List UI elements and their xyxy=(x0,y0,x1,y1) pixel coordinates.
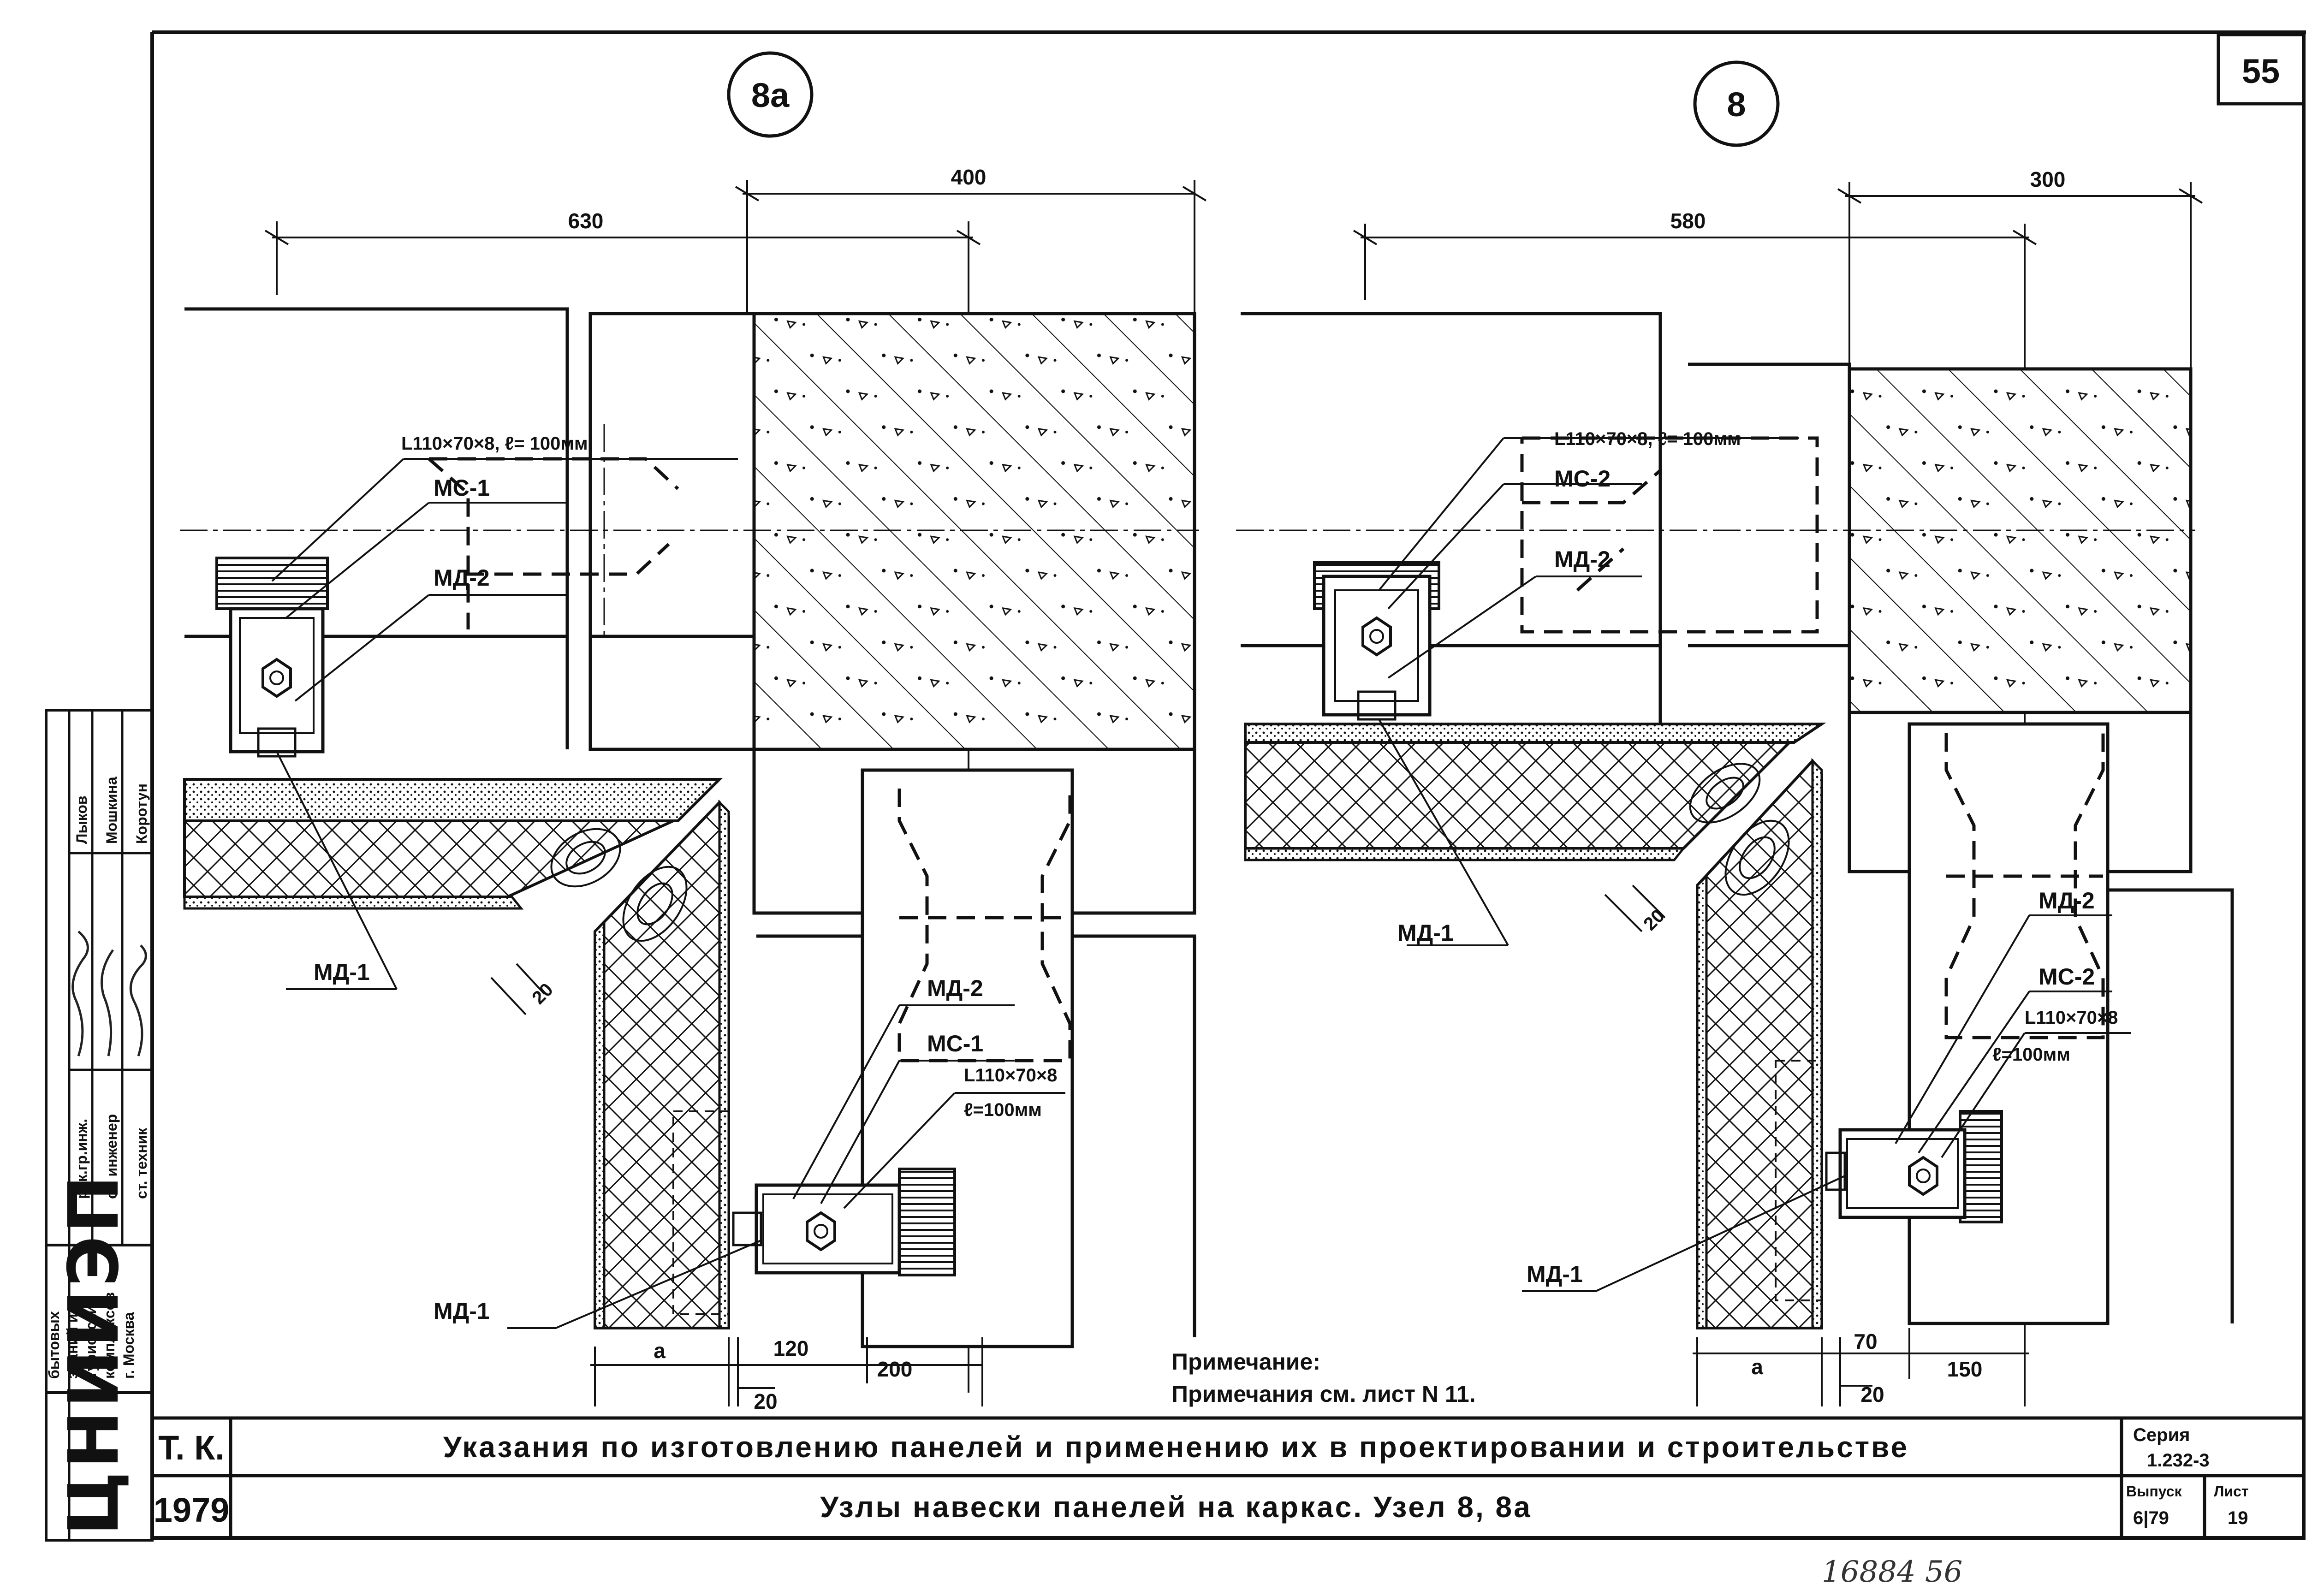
issue-label: Выпуск xyxy=(2126,1483,2182,1500)
label-md1-b: МД-1 xyxy=(1527,1261,1583,1287)
side-stamp: рук.гр.инж. ст. инженер ст. техник Лыков… xyxy=(45,709,154,1542)
title-block-title2: Узлы навески панелей на каркас. Узел 8, … xyxy=(820,1490,1532,1524)
label-angle-top: L110×70×8, ℓ= 100мм xyxy=(401,433,588,454)
node-marker-8a: 8a xyxy=(727,51,814,138)
footer-numbers: 16884 56 xyxy=(1822,1555,1962,1589)
page-number: 55 xyxy=(2242,52,2280,90)
sheet-value: 19 xyxy=(2228,1508,2248,1528)
series-label: Серия xyxy=(2133,1425,2190,1445)
stamp-org-2: зданий и xyxy=(64,1314,81,1379)
label-length-b: ℓ=100мм xyxy=(1992,1044,2070,1065)
dim-150: 150 xyxy=(1947,1357,1983,1381)
dim-120: 120 xyxy=(773,1336,809,1360)
vertical-panel xyxy=(594,799,730,1329)
note-title: Примечание: xyxy=(1171,1349,1320,1375)
note: Примечание: Примечания см. лист N 11. xyxy=(1171,1349,1476,1407)
dim-20: 20 xyxy=(1860,1382,1884,1406)
dim-side-20: 20 xyxy=(1640,906,1669,935)
vertical-panel xyxy=(1696,758,1823,1329)
dim-580: 580 xyxy=(1670,209,1706,233)
label-angle-top: L110×70×8, ℓ= 100мм xyxy=(1554,429,1741,449)
label-md1-left: МД-1 xyxy=(314,959,370,985)
label-md2: МД-2 xyxy=(1554,546,1611,572)
title-block-year: 1979 xyxy=(154,1491,230,1529)
horizontal-panel xyxy=(1244,723,1826,861)
dim-400: 400 xyxy=(951,165,987,189)
bracket-upper xyxy=(215,557,329,758)
bracket-lower xyxy=(732,1168,956,1276)
node-marker-8: 8 xyxy=(1693,60,1780,147)
dim-300: 300 xyxy=(2030,167,2066,191)
label-mc2: МС-2 xyxy=(1554,466,1611,492)
stamp-name-1: Лыков xyxy=(73,795,90,844)
stamp-logo: ЦНИИЭП xyxy=(54,1173,134,1536)
stamp-name-2: Мошкина xyxy=(103,777,120,844)
stamp-role-3: ст. техник xyxy=(133,1127,150,1199)
series-value: 1.232-3 xyxy=(2147,1450,2210,1471)
dim-side xyxy=(1604,884,1666,932)
label-mc1-b: МС-1 xyxy=(927,1031,983,1056)
leader-lines xyxy=(271,458,1065,1329)
leader-lines xyxy=(1378,437,2131,1292)
dim-630: 630 xyxy=(568,209,604,233)
label-mc1: МС-1 xyxy=(434,475,490,501)
label-length-b: ℓ=100мм xyxy=(964,1100,1042,1120)
hidden-lines xyxy=(1520,436,2105,1039)
dim-200: 200 xyxy=(877,1357,913,1381)
dim-a: a xyxy=(654,1339,666,1363)
page-number-box: 55 xyxy=(2217,33,2306,106)
bracket-lower xyxy=(1825,1110,2003,1223)
label-mc2-b: МС-2 xyxy=(2039,964,2095,990)
node-8a: 8a 400 630 xyxy=(180,51,1207,1413)
title-block xyxy=(152,1416,2304,1538)
horizontal-panel xyxy=(183,778,723,910)
label-angle-b: L110×70×8 xyxy=(2025,1008,2118,1028)
stamp-name-3: Коротун xyxy=(133,783,150,844)
bottom-dims xyxy=(1693,1328,2029,1406)
note-text: Примечания см. лист N 11. xyxy=(1171,1381,1476,1407)
sheet-label: Лист xyxy=(2214,1483,2249,1500)
stamp-role-2: ст. инженер xyxy=(103,1114,120,1199)
stamp-org-1: бытовых xyxy=(46,1311,62,1379)
bracket-upper xyxy=(1313,561,1440,721)
title-block-code: Т. К. xyxy=(158,1429,225,1467)
stamp-org-4: комплексов xyxy=(101,1292,118,1379)
dim-a: a xyxy=(1751,1355,1763,1379)
node-marker-label: 8 xyxy=(1727,85,1746,124)
issue-value: 6|79 xyxy=(2133,1508,2169,1528)
label-md2-b: МД-2 xyxy=(927,975,983,1001)
dim-70: 70 xyxy=(1854,1329,1877,1353)
dim-20: 20 xyxy=(754,1389,777,1413)
label-md2: МД-2 xyxy=(434,565,490,591)
dim-side xyxy=(490,963,545,1015)
label-md1-b: МД-1 xyxy=(434,1298,490,1324)
frame-members xyxy=(1241,312,2234,1325)
stamp-role-1: рук.гр.инж. xyxy=(73,1119,90,1199)
node-marker-label: 8a xyxy=(751,76,790,114)
title-block-title1: Указания по изготовлению панелей и приме… xyxy=(443,1430,1909,1464)
dim-side-20: 20 xyxy=(528,979,557,1009)
stamp-org-5: г. Москва xyxy=(120,1312,137,1379)
node-8: 8 300 580 xyxy=(1236,60,2234,1406)
bottom-dims xyxy=(590,1337,983,1406)
label-md1: МД-1 xyxy=(1397,920,1454,946)
label-md2-b: МД-2 xyxy=(2039,888,2095,914)
signatures xyxy=(71,931,147,1056)
stamp-org-3: туристских xyxy=(83,1297,99,1379)
label-angle-b: L110×70×8 xyxy=(964,1065,1057,1086)
